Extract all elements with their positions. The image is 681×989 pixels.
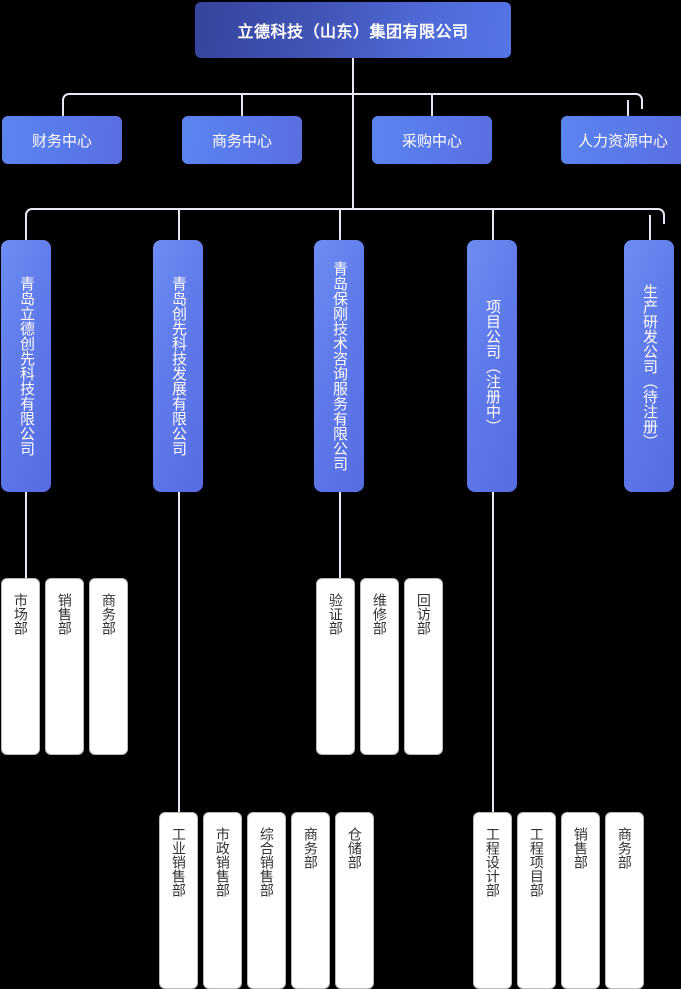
- node-division-procurement[interactable]: 采购中心: [372, 116, 492, 164]
- node-label: 工程设计部: [484, 827, 501, 897]
- node-department-business-chuangxian[interactable]: 商务部: [291, 812, 330, 989]
- node-label: 商务中心: [211, 132, 272, 150]
- node-label: 商务部: [616, 827, 633, 869]
- node-label: 验证部: [327, 593, 344, 635]
- node-label: 人力资源中心: [577, 132, 668, 150]
- node-division-hr[interactable]: 人力资源中心: [561, 116, 681, 164]
- connector-subsidiary-leg-5: [649, 215, 651, 241]
- node-label: 销售部: [572, 827, 589, 869]
- node-label: 生产研发公司（待注册）: [640, 283, 658, 449]
- node-label: 市政销售部: [214, 827, 231, 897]
- connector-dept-drop-qingdao-lide-chuangxian: [25, 492, 27, 578]
- connector-division-leg-1: [62, 100, 64, 116]
- connector-subsidiary-leg-3: [339, 208, 341, 241]
- node-label: 仓储部: [346, 827, 363, 869]
- node-department-maintenance[interactable]: 维修部: [360, 578, 399, 755]
- node-department-business-lide[interactable]: 商务部: [89, 578, 128, 755]
- node-label: 销售部: [56, 593, 73, 635]
- node-department-general-sales[interactable]: 综合销售部: [247, 812, 286, 989]
- node-label: 工业销售部: [170, 827, 187, 897]
- connector-dept-drop-qingdao-baogang: [339, 492, 341, 578]
- node-label: 青岛创先科技发展有限公司: [169, 276, 187, 456]
- node-label: 青岛保刚技术咨询服务有限公司: [330, 261, 348, 471]
- connector-root-trunk: [352, 58, 354, 210]
- node-department-business-project[interactable]: 商务部: [605, 812, 644, 989]
- connector-division-leg-2: [241, 93, 243, 116]
- connector-subsidiary-bus-left-corner: [25, 208, 41, 224]
- connector-division-bus: [69, 93, 634, 95]
- node-department-engineering-project[interactable]: 工程项目部: [517, 812, 556, 989]
- node-division-business[interactable]: 商务中心: [182, 116, 302, 164]
- connector-subsidiary-bus-right-corner: [649, 208, 665, 224]
- connector-dept-drop-qingdao-chuangxian: [178, 492, 180, 812]
- node-department-industrial-sales[interactable]: 工业销售部: [159, 812, 198, 989]
- connector-division-leg-4: [627, 100, 629, 116]
- connector-subsidiary-leg-4: [492, 208, 494, 241]
- node-label: 项目公司（注册中）: [483, 298, 501, 434]
- node-label: 立德科技（山东）集团有限公司: [237, 24, 469, 41]
- node-label: 市场部: [12, 593, 29, 635]
- node-department-followup[interactable]: 回访部: [404, 578, 443, 755]
- node-subsidiary-production-rnd-company[interactable]: 生产研发公司（待注册）: [624, 240, 674, 492]
- node-root-company[interactable]: 立德科技（山东）集团有限公司: [195, 2, 511, 58]
- node-department-warehouse[interactable]: 仓储部: [335, 812, 374, 989]
- node-label: 工程项目部: [528, 827, 545, 897]
- node-label: 商务部: [100, 593, 117, 635]
- node-subsidiary-project-company[interactable]: 项目公司（注册中）: [467, 240, 517, 492]
- node-department-verification[interactable]: 验证部: [316, 578, 355, 755]
- node-label: 财务中心: [31, 132, 92, 150]
- node-label: 青岛立德创先科技有限公司: [17, 276, 35, 456]
- node-department-sales-project[interactable]: 销售部: [561, 812, 600, 989]
- connector-division-bus-right-corner: [627, 93, 643, 109]
- node-label: 采购中心: [401, 132, 462, 150]
- connector-dept-drop-project-company: [492, 492, 494, 812]
- node-subsidiary-qingdao-chuangxian[interactable]: 青岛创先科技发展有限公司: [153, 240, 203, 492]
- node-department-sales-lide[interactable]: 销售部: [45, 578, 84, 755]
- node-department-municipal-sales[interactable]: 市政销售部: [203, 812, 242, 989]
- node-department-market[interactable]: 市场部: [1, 578, 40, 755]
- node-subsidiary-qingdao-baogang[interactable]: 青岛保刚技术咨询服务有限公司: [314, 240, 364, 492]
- node-label: 维修部: [371, 593, 388, 635]
- node-label: 回访部: [415, 593, 432, 635]
- node-subsidiary-qingdao-lide-chuangxian[interactable]: 青岛立德创先科技有限公司: [1, 240, 51, 492]
- node-label: 综合销售部: [258, 827, 275, 897]
- connector-division-leg-3: [431, 93, 433, 116]
- connector-subsidiary-bus: [32, 208, 656, 210]
- node-division-finance[interactable]: 财务中心: [2, 116, 122, 164]
- connector-subsidiary-leg-1: [25, 215, 27, 241]
- connector-division-bus-left-corner: [62, 93, 78, 109]
- connector-subsidiary-leg-2: [178, 208, 180, 241]
- node-label: 商务部: [302, 827, 319, 869]
- node-department-engineering-design[interactable]: 工程设计部: [473, 812, 512, 989]
